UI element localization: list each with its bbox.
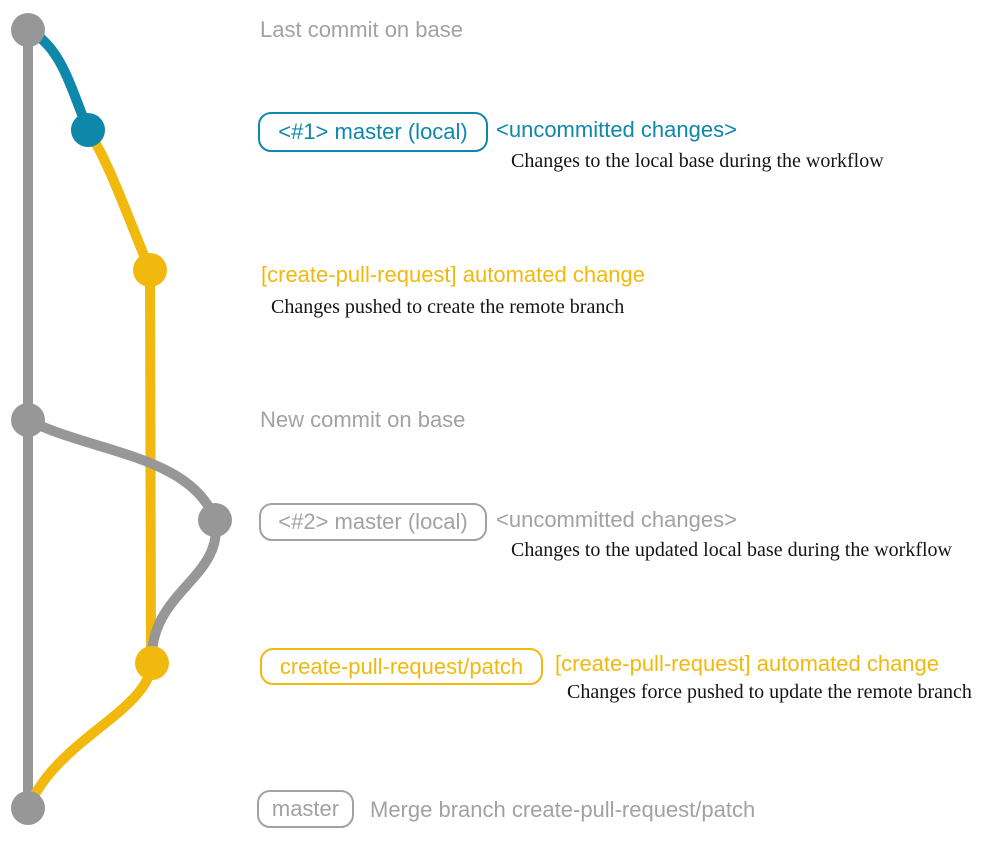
commit-detail-uncommitted-1: Changes to the local base during the wor… (511, 150, 884, 172)
branch-tag-label: create-pull-request/patch (279, 653, 524, 679)
branch-tag-patch: create-pull-request/patch (260, 648, 543, 685)
patch-branch-line (83, 127, 156, 664)
commit-node-patch-1 (133, 253, 167, 287)
commit-node-base-new (11, 403, 45, 437)
commit-detail-patch-1: Changes pushed to create the remote bran… (271, 296, 625, 318)
commit-node-local-uncommitted-1 (71, 113, 105, 147)
local-master-branch-line (25, 25, 93, 132)
commit-detail-patch-2: Changes force pushed to update the remot… (567, 681, 972, 703)
branch-tag-master-final: master (257, 790, 354, 828)
branch-tag-label: <#2> master (local) (278, 509, 468, 534)
branch-tag-label: <#1> master (local) (278, 119, 468, 144)
commit-message-uncommitted-2: <uncommitted changes> (496, 507, 737, 532)
commit-node-merge (11, 791, 45, 825)
branch-tag-label: master (271, 796, 340, 821)
commit-node-patch-2 (135, 646, 169, 680)
commit-message-patch-1: [create-pull-request] automated change (261, 262, 646, 287)
commit-node-base-tip (11, 13, 45, 47)
new-commit-label: New commit on base (260, 407, 466, 432)
rebase-branch-line (25, 415, 221, 664)
commit-message-uncommitted-1: <uncommitted changes> (496, 117, 737, 142)
commit-message-patch-2: [create-pull-request] automated change (555, 651, 940, 676)
merge-branch-line (23, 662, 157, 811)
commit-node-local-uncommitted-2 (198, 503, 232, 537)
commit-detail-uncommitted-2: Changes to the updated local base during… (511, 539, 952, 561)
branch-tag-master-local-2: <#2> master (local) (259, 503, 487, 541)
commit-message-merge: Merge branch create-pull-request/patch (370, 797, 756, 822)
last-commit-label: Last commit on base (260, 17, 463, 42)
branch-tag-master-local-1: <#1> master (local) (258, 112, 488, 152)
